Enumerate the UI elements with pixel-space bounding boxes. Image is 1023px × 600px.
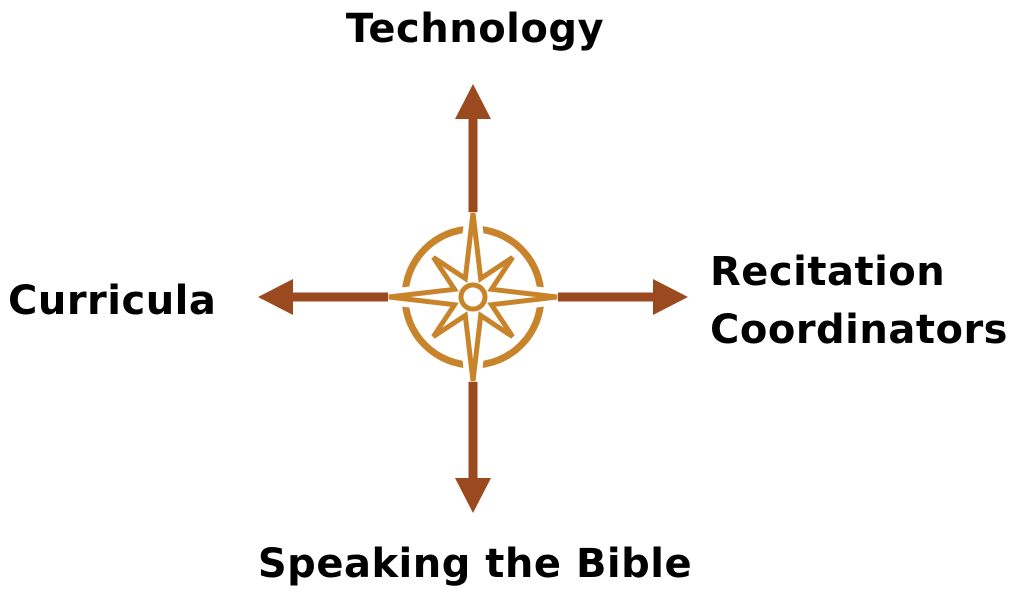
compass-center-ring: [458, 282, 488, 312]
label-line-1: Recitation: [710, 249, 946, 295]
label-line-2: Coordinators: [710, 307, 1008, 353]
arrowhead-up: [455, 84, 491, 119]
label-technology: Technology: [345, 6, 605, 52]
arrowhead-right: [653, 279, 688, 315]
label-recitation-coordinators: Recitation Coordinators: [710, 243, 1008, 359]
arrowhead-down: [455, 478, 491, 513]
arrowhead-left: [258, 279, 293, 315]
label-speaking-the-bible: Speaking the Bible: [257, 541, 693, 587]
label-curricula: Curricula: [8, 278, 217, 324]
compass-rose-icon: [388, 212, 558, 382]
